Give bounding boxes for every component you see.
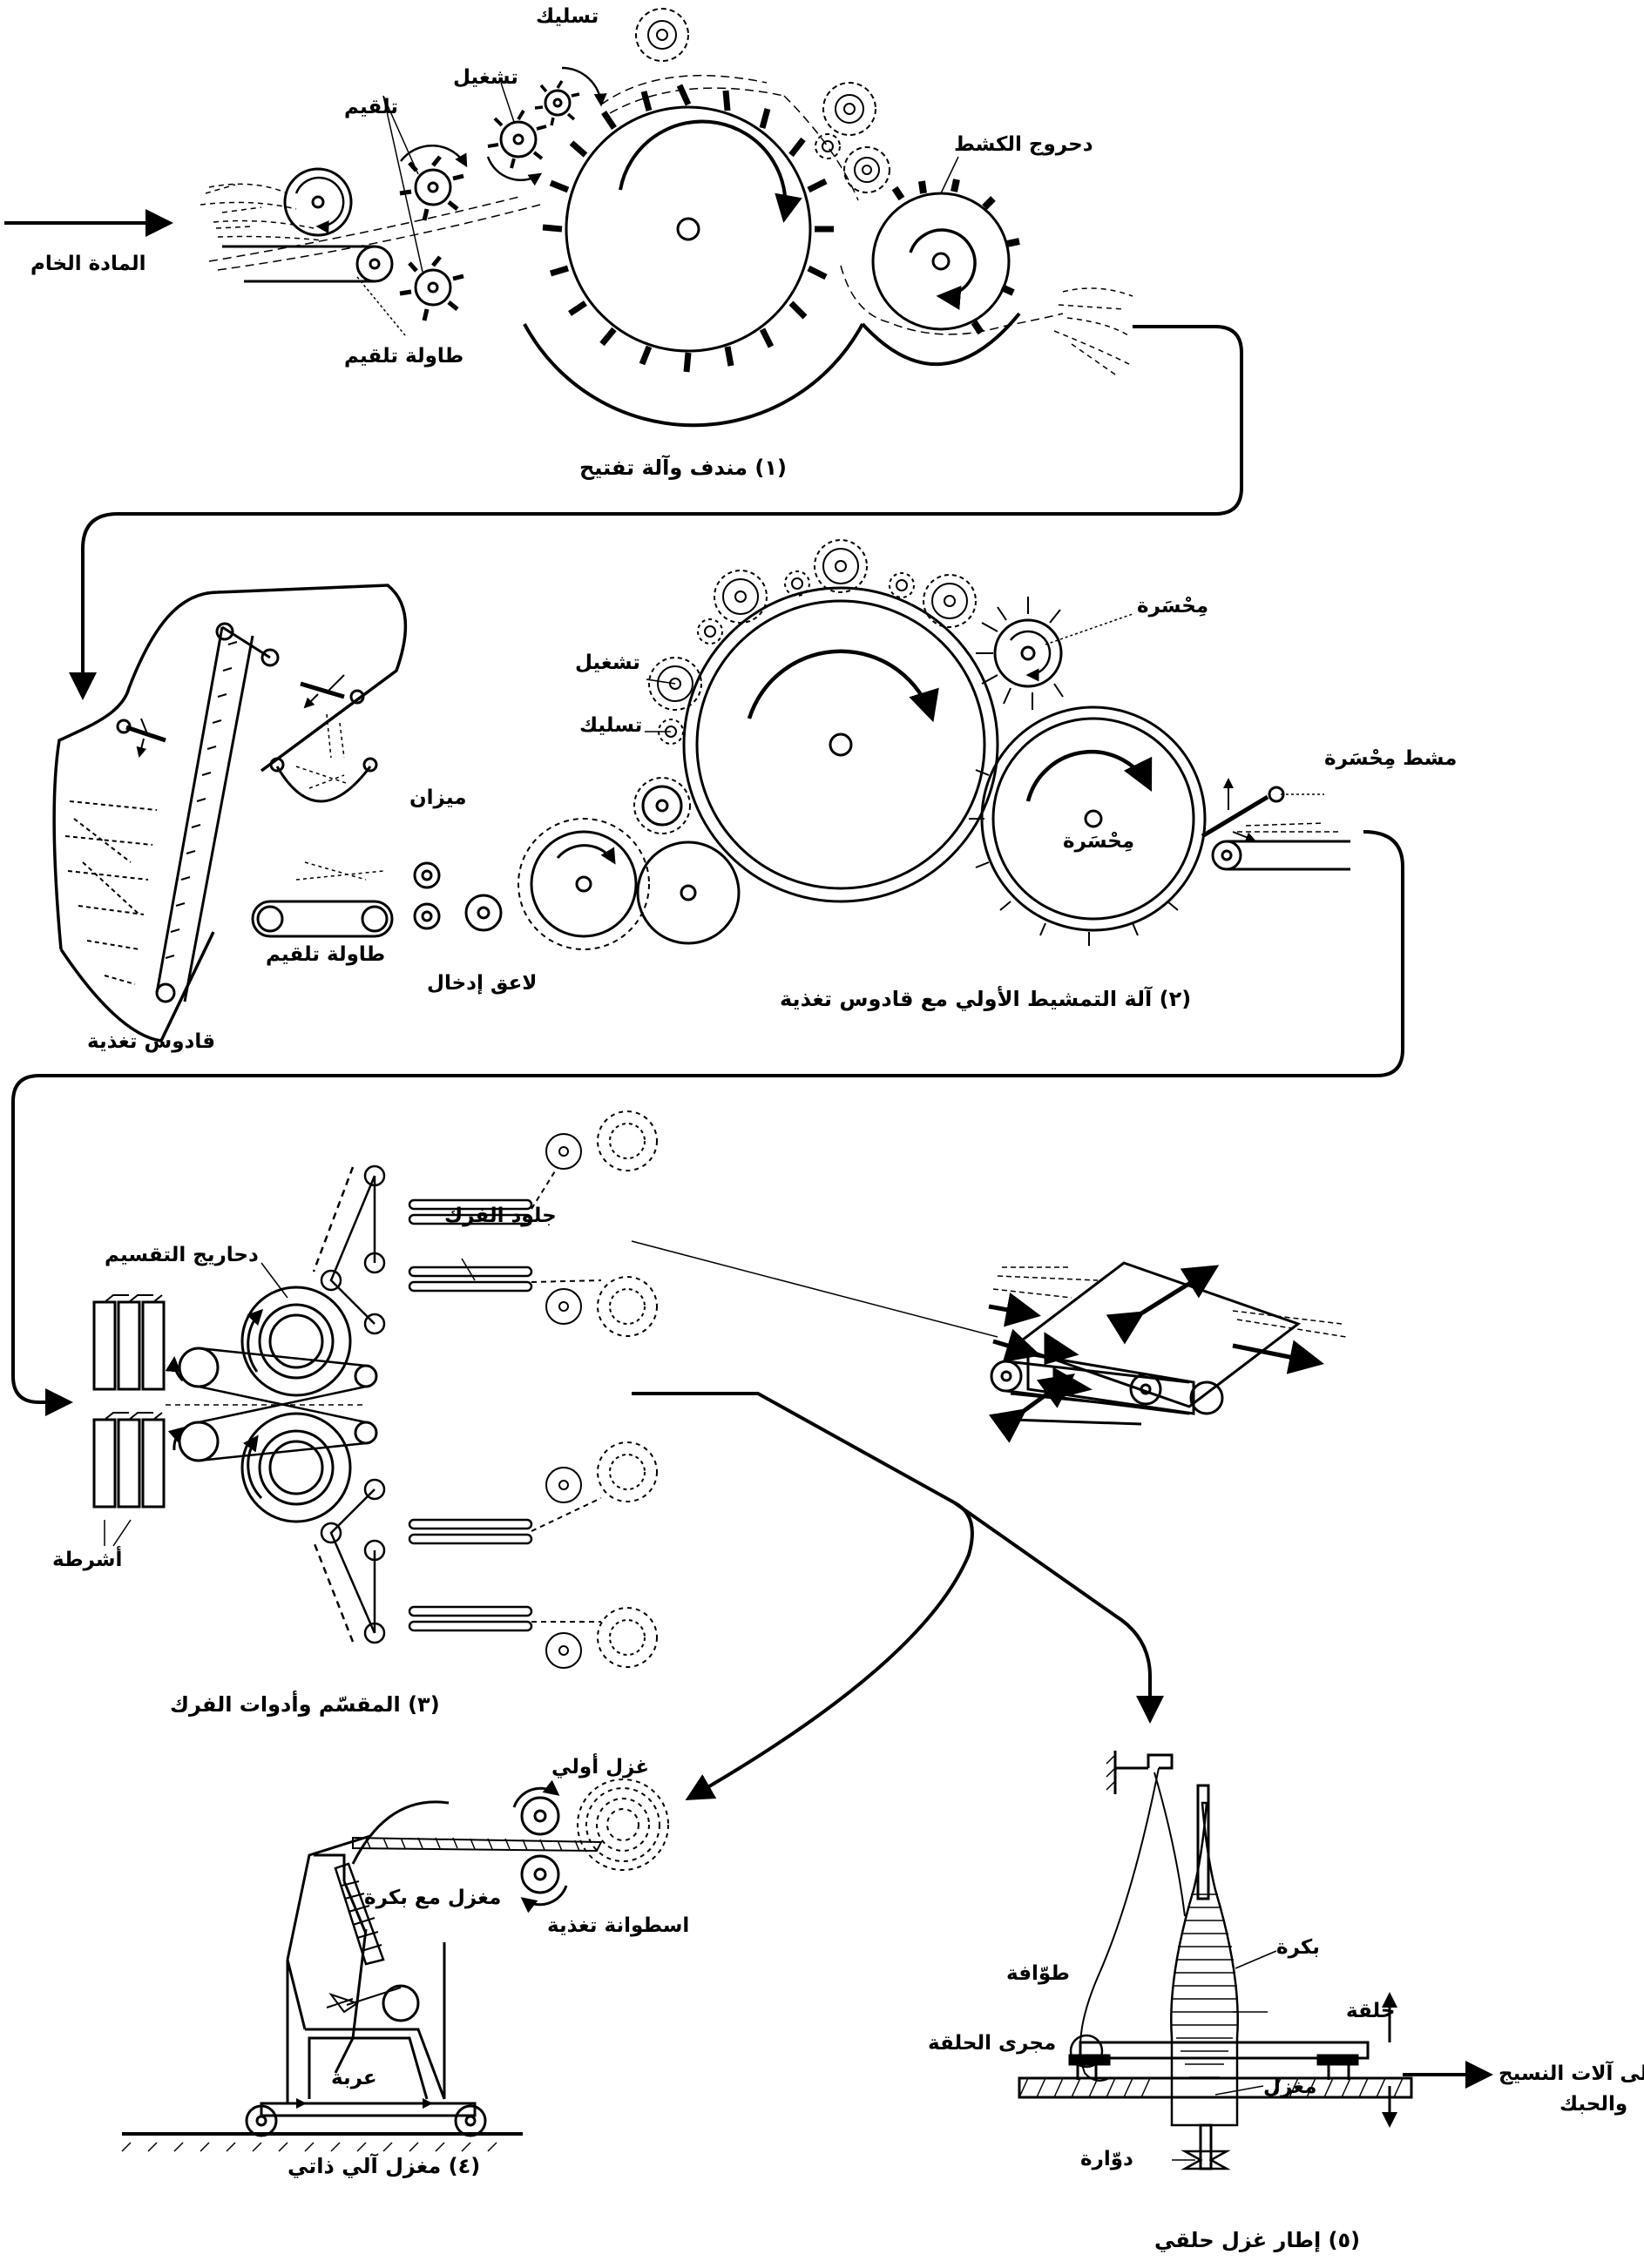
scale-pan (275, 766, 372, 803)
label-feed-table-2: طاولة تلقيم (266, 943, 386, 966)
label-licker-in: لاعق إدخال (427, 972, 538, 995)
label-doffer-2: مِحْسَرة (1063, 830, 1135, 853)
spiked-feed-roller-lower (399, 255, 464, 321)
label-to-machines: إلى آلات النسيج (1499, 2062, 1644, 2085)
label-stripper-2: تسليك (579, 714, 643, 737)
flow-connectors (4, 209, 1493, 2089)
label-roving: غزل أولي (551, 1756, 650, 1779)
label-feed-rollers: تلقيم (344, 96, 399, 118)
label-spindle: مغزل (1263, 2076, 1317, 2098)
label-spindle-with-bobbin: مغزل مع بكرة (364, 1887, 502, 1909)
label-dividing-rollers: دحاريج التقسيم (105, 1244, 259, 1266)
label-worker: تشغيل (453, 66, 518, 89)
feed-table-leader (356, 276, 406, 336)
main-carding-cylinder (695, 599, 986, 890)
label-raw-material: المادة الخام (30, 253, 146, 275)
label-bobbin: بكرة (1276, 1936, 1320, 1959)
swift-teeth (542, 84, 834, 373)
label-tape-strips: أشرطة (52, 1549, 123, 1571)
condenser-rubbing-unit (92, 1110, 998, 1669)
worker-roller (486, 82, 547, 186)
spiked-feed-roller-upper (399, 145, 468, 221)
self-acting-mule (121, 1779, 669, 2152)
tape-strips (92, 1294, 166, 1547)
top-dashed-rollers (635, 8, 890, 193)
doffer-cylinder (991, 717, 1195, 921)
label-worker-2: تشغيل (575, 651, 640, 674)
caption-condenser: (٣) المقسّم وأدوات الفرك (170, 1692, 440, 1717)
label-feed-table-1: طاولة تلقيم (344, 345, 464, 368)
label-doffer-1: دحروج الكشط (954, 133, 1093, 156)
label-whorl: دوّارة (1080, 2148, 1133, 2170)
traveller-ring (1069, 2034, 1104, 2069)
stripper-roller (534, 66, 607, 126)
caption-carding-machine: (٢) آلة التمشيط الأولي مع قادوس تغذية (780, 987, 1192, 1011)
mule-feed-cylinder (520, 1854, 560, 1894)
label-hopper: قادوس تغذية (87, 1030, 216, 1053)
label-to-machines-2: والحبك (1559, 2093, 1628, 2116)
fancy-roller (993, 618, 1063, 688)
ring-bobbin (1170, 1801, 1239, 2127)
label-feed-cylinder: اسطوانة تغذية (547, 1914, 690, 1937)
roving-bobbins (531, 1110, 658, 1669)
mule-yarn (352, 1836, 603, 1853)
label-doffer-comb: مشط مِحْسَرة (1324, 747, 1458, 770)
swift-cylinder (565, 105, 812, 353)
ring-rail-platform (1018, 2076, 1413, 2099)
label-scale: ميزان (409, 786, 467, 809)
hopper-feeder (52, 584, 503, 1043)
transfer-roller (636, 840, 741, 945)
caption-ring-spinning-frame: (٥) إطار غزل حلقي (1154, 2228, 1361, 2252)
caption-self-acting-mule: (٤) مغزل آلي ذاتي (288, 2154, 481, 2178)
rubbing-detail (988, 1261, 1347, 1443)
licker-in-roller (530, 830, 638, 938)
whorl (1181, 2150, 1231, 2170)
raw-fibres (200, 183, 323, 241)
ring-spinning-frame (1018, 1751, 1413, 2170)
condenser-roller-lower (240, 1412, 352, 1523)
swift-casing (523, 323, 864, 428)
mule-spindle-bobbin (334, 1862, 385, 1966)
label-traveller: طوّافة (1006, 1962, 1070, 1985)
label-ring-rail: مجرى الحلقة (928, 2032, 1057, 2055)
condenser-roller-upper (240, 1286, 352, 1397)
label-carriage: عربة (331, 2067, 377, 2089)
feed-table-roller (355, 245, 394, 283)
worker-stripper-rollers (648, 539, 977, 745)
label-stripper: تسليك (536, 5, 599, 28)
hopper-feed-table (251, 900, 394, 938)
caption-willow-opener: (١) مندف وآلة تفتيح (579, 456, 787, 480)
label-ring: حلقة (1346, 2000, 1396, 2022)
carding-machine (518, 539, 1350, 950)
feed-leader-lines (382, 95, 423, 273)
willow-opener-machine (200, 8, 1133, 428)
label-fancy-doffer: مِحْسَرة (1137, 595, 1209, 618)
label-rubbing-leathers: جلود الفرك (444, 1205, 557, 1227)
feed-roller (283, 167, 353, 237)
doffer-roller (871, 192, 1011, 331)
